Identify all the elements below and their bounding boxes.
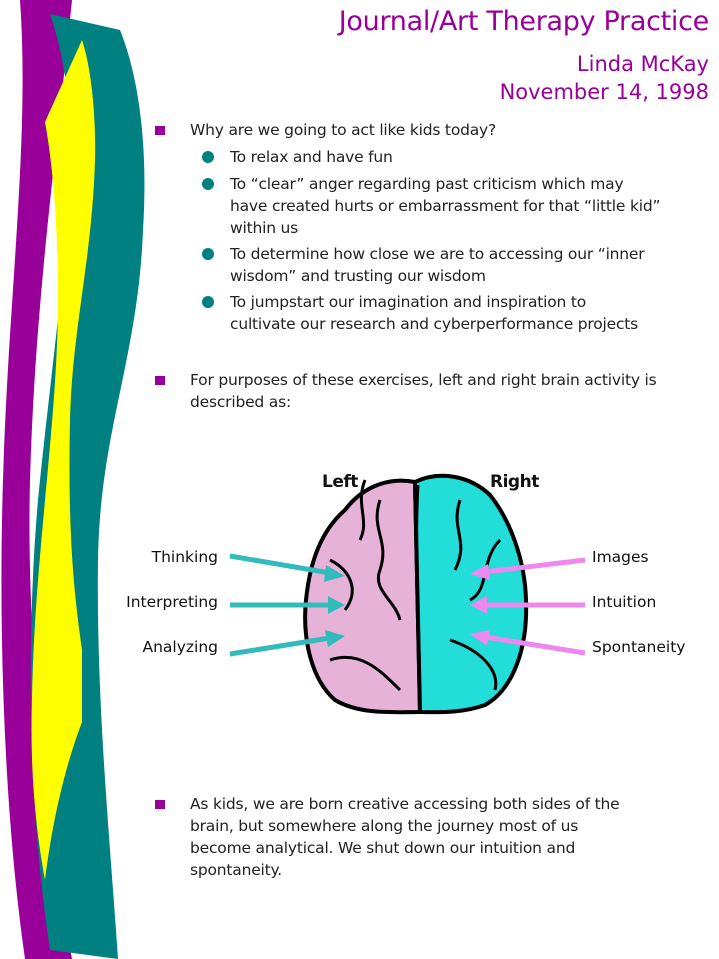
text-line: To determine how close we are to accessi… bbox=[230, 245, 645, 263]
sub-bullet-text: To “clear” anger regarding past criticis… bbox=[230, 173, 661, 239]
sub-bullet-text: To determine how close we are to accessi… bbox=[230, 243, 645, 287]
arrow-spontaneity bbox=[484, 634, 586, 656]
text-line: described as: bbox=[190, 393, 291, 411]
bullet-circle-icon bbox=[202, 296, 214, 308]
bullet-text: Why are we going to act like kids today? bbox=[190, 119, 496, 141]
bullet-circle-icon bbox=[202, 178, 214, 190]
bullet-square-icon bbox=[155, 126, 165, 135]
bullet-text: For purposes of these exercises, left an… bbox=[190, 369, 657, 413]
arrow-images bbox=[484, 557, 586, 575]
arrow-thinking bbox=[229, 553, 331, 576]
page-title: Journal/Art Therapy Practice bbox=[338, 6, 710, 37]
decorative-ribbon bbox=[1, 0, 145, 959]
arrow-analyzing bbox=[229, 635, 331, 657]
bullet-circle-icon bbox=[202, 248, 214, 260]
sub-bullet-text: To jumpstart our imagination and inspira… bbox=[230, 291, 638, 335]
brain-folds bbox=[329, 479, 502, 713]
bullet-circle-icon bbox=[202, 151, 214, 163]
right-label: Right bbox=[490, 472, 539, 492]
label-spontaneity: Spontaneity bbox=[592, 638, 686, 656]
bullet-square-icon bbox=[155, 800, 165, 809]
yellow-ribbon bbox=[31, 40, 96, 880]
text-line: To “clear” anger regarding past criticis… bbox=[230, 175, 624, 193]
right-arrows bbox=[470, 557, 586, 656]
text-line: become analytical. We shut down our intu… bbox=[190, 839, 576, 857]
text-line: As kids, we are born creative accessing … bbox=[190, 795, 620, 813]
label-thinking: Thinking bbox=[151, 548, 218, 566]
bullet-text: As kids, we are born creative accessing … bbox=[190, 793, 620, 881]
date: November 14, 1998 bbox=[499, 80, 709, 104]
sub-bullet-text: To relax and have fun bbox=[230, 146, 393, 168]
text-line: brain, but somewhere along the journey m… bbox=[190, 817, 579, 835]
bullet-square-icon bbox=[155, 376, 165, 385]
text-line: Why are we going to act like kids today? bbox=[190, 121, 497, 139]
text-line: To jumpstart our imagination and inspira… bbox=[230, 293, 587, 311]
purple-ribbon bbox=[1, 0, 72, 959]
text-line: cultivate our research and cyberperforma… bbox=[230, 315, 639, 333]
text-line: wisdom” and trusting our wisdom bbox=[230, 267, 486, 285]
text-line: have created hurts or embarrassment for … bbox=[230, 197, 661, 215]
brain-right-hemisphere bbox=[412, 473, 529, 715]
text-line: within us bbox=[230, 219, 299, 237]
left-label: Left bbox=[322, 472, 358, 492]
label-images: Images bbox=[592, 548, 649, 566]
text-line: To relax and have fun bbox=[230, 148, 393, 166]
label-interpreting: Interpreting bbox=[126, 593, 218, 611]
left-arrows bbox=[229, 553, 345, 657]
author: Linda McKay bbox=[576, 52, 709, 76]
brain-left-hemisphere bbox=[303, 478, 423, 715]
label-analyzing: Analyzing bbox=[142, 638, 218, 656]
text-line: spontaneity. bbox=[190, 861, 283, 879]
text-line: For purposes of these exercises, left an… bbox=[190, 371, 657, 389]
label-intuition: Intuition bbox=[592, 593, 657, 611]
